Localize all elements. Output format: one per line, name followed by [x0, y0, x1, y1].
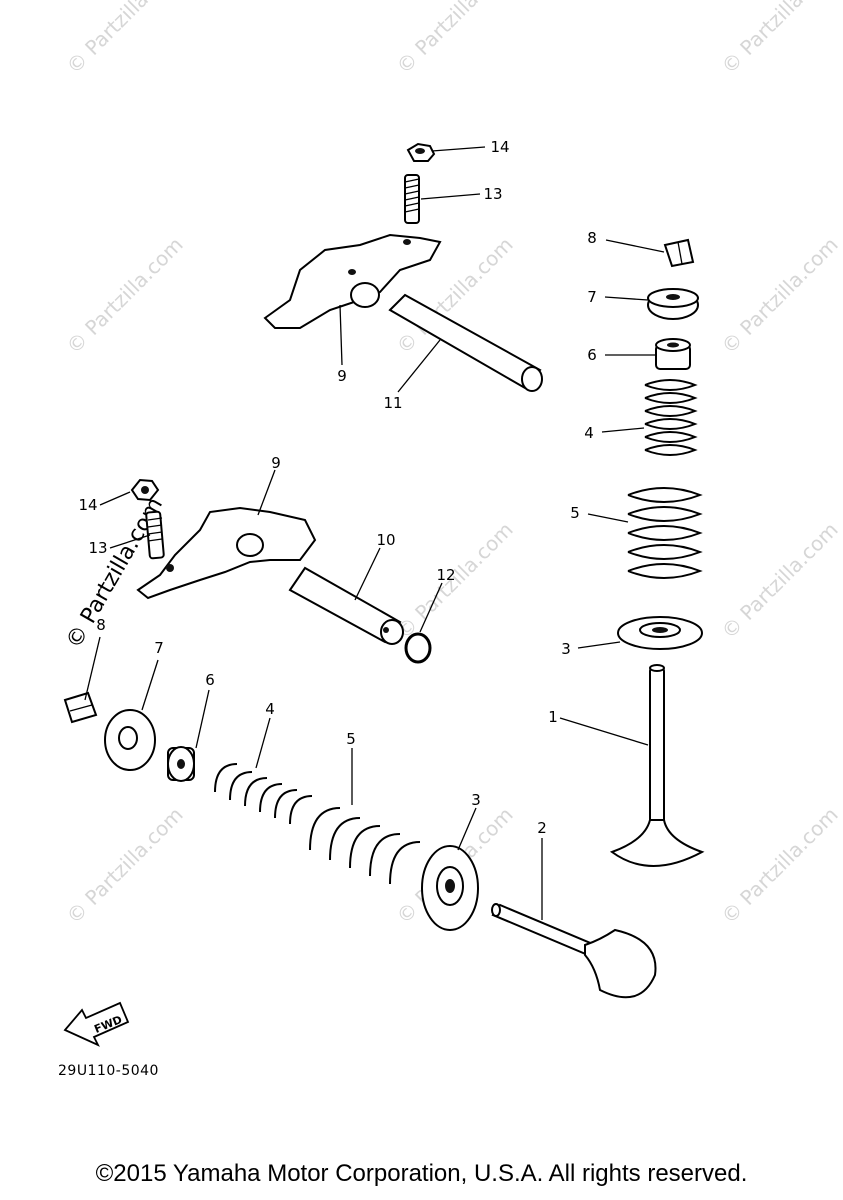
right-inner-spring [644, 379, 698, 456]
callout-10: 10 [376, 531, 395, 549]
callout-3-lower: 3 [471, 791, 481, 809]
intake-valve [609, 664, 705, 867]
callout-8-lower: 8 [96, 616, 106, 634]
upper-callout-lines [339, 146, 486, 393]
exhaust-valve [491, 903, 657, 999]
watermark: © Partzilla.com [392, 0, 518, 79]
callout-8-right: 8 [587, 229, 597, 247]
callout-6-lower: 6 [205, 671, 215, 689]
callout-14-lower: 14 [78, 496, 97, 514]
copyright-notice: ©2015 Yamaha Motor Corporation, U.S.A. A… [95, 1160, 748, 1187]
callout-11: 11 [383, 394, 402, 412]
lower-inner-spring [214, 763, 313, 825]
lower-valve-cotter [63, 691, 98, 724]
callout-5-lower: 5 [346, 730, 356, 748]
watermark: © Partzilla.com [717, 517, 843, 643]
lower-valve-stem-seal [167, 746, 195, 782]
watermark: © Partzilla.com [717, 0, 843, 79]
o-ring [404, 632, 432, 664]
watermarks: © Partzilla.com © Partzilla.com © Partzi… [62, 0, 843, 929]
lower-callout-lines [84, 636, 543, 920]
watermark: © Partzilla.com [62, 232, 188, 358]
right-callout-lines [559, 239, 665, 746]
watermark: © Partzilla.com [62, 0, 188, 79]
callout-1: 1 [548, 708, 558, 726]
callout-2: 2 [537, 819, 547, 837]
lower-spring-seat [421, 845, 479, 931]
callout-13-lower: 13 [88, 539, 107, 557]
watermark: © Partzilla.com [717, 802, 843, 928]
right-spring-retainer [647, 288, 699, 320]
callout-6-right: 6 [587, 346, 597, 364]
upper-rocker-shaft [388, 293, 543, 392]
watermark: © Partzilla.com [717, 232, 843, 358]
lower-rocker-arm [136, 506, 317, 600]
callout-4-lower: 4 [265, 700, 275, 718]
callout-9-lower: 9 [271, 454, 281, 472]
callout-9-upper: 9 [337, 367, 347, 385]
fwd-arrow-icon: FWD [63, 1001, 130, 1047]
callout-13-upper: 13 [483, 185, 502, 203]
upper-locknut [406, 142, 436, 162]
diagram-reference-code: 29U110-5040 [58, 1063, 159, 1079]
upper-adjusting-screw [404, 174, 420, 224]
lower-spring-retainer [104, 709, 156, 771]
callout-7-right: 7 [587, 288, 597, 306]
right-outer-spring [627, 487, 703, 579]
callout-5-right: 5 [570, 504, 580, 522]
lower-callout-lines [99, 469, 443, 633]
callout-4-right: 4 [584, 424, 594, 442]
right-valve-stem-seal [655, 338, 691, 370]
callout-3-right: 3 [561, 640, 571, 658]
callout-7-lower: 7 [154, 639, 164, 657]
lower-locknut [130, 478, 160, 502]
right-valve-cotter [663, 238, 695, 268]
upper-rocker-arm [263, 233, 442, 329]
lower-outer-spring [309, 807, 421, 885]
callout-14-upper: 14 [490, 138, 509, 156]
watermark: © Partzilla.com [62, 802, 188, 928]
lower-rocker-shaft [288, 566, 404, 645]
right-spring-seat [617, 616, 703, 650]
callout-12: 12 [436, 566, 455, 584]
